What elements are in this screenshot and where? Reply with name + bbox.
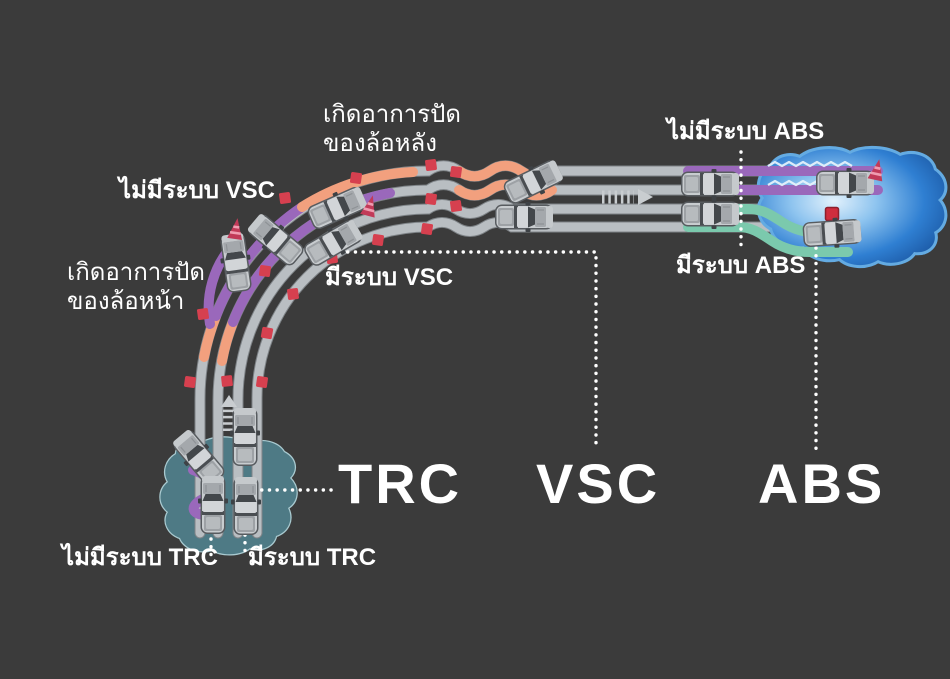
label-with-vsc: มีระบบ VSC	[325, 264, 454, 291]
label-no-vsc: ไม่มีระบบ VSC	[119, 177, 275, 204]
car-no-trc-stuck	[197, 475, 229, 535]
water-splash	[767, 160, 853, 168]
leader-vsc	[338, 250, 598, 449]
label-with-trc: มีระบบ TRC	[248, 544, 377, 571]
dotted-leader-lines	[209, 150, 818, 559]
track-outer-2	[213, 180, 811, 538]
label-no-trc: ไม่มีระบบ TRC	[62, 544, 218, 571]
car-no-abs-in-water	[815, 167, 875, 199]
title-vsc: VSC	[536, 452, 661, 515]
note-rear-skid: เกิดอาการปัดของล้อหลัง	[323, 101, 461, 158]
car-with-trc-entering	[229, 407, 261, 467]
title-abs: ABS	[758, 452, 886, 515]
label-with-abs: มีระบบ ABS	[676, 252, 806, 279]
direction-arrow-right-icon	[602, 189, 653, 205]
label-no-abs: ไม่มีระบบ ABS	[667, 118, 825, 145]
car-with-trc-through	[230, 476, 262, 536]
car-straight-lower-road	[494, 201, 554, 233]
direction-arrow-up-icon	[221, 395, 237, 431]
car-with-abs-entering	[680, 198, 740, 230]
note-front-skid: เกิดอาการปัดของล้อหน้า	[67, 259, 205, 316]
title-trc: TRC	[338, 452, 463, 515]
car-no-abs-entering	[680, 168, 740, 200]
path-no-vsc	[211, 202, 307, 321]
track-inner-1	[233, 200, 793, 538]
